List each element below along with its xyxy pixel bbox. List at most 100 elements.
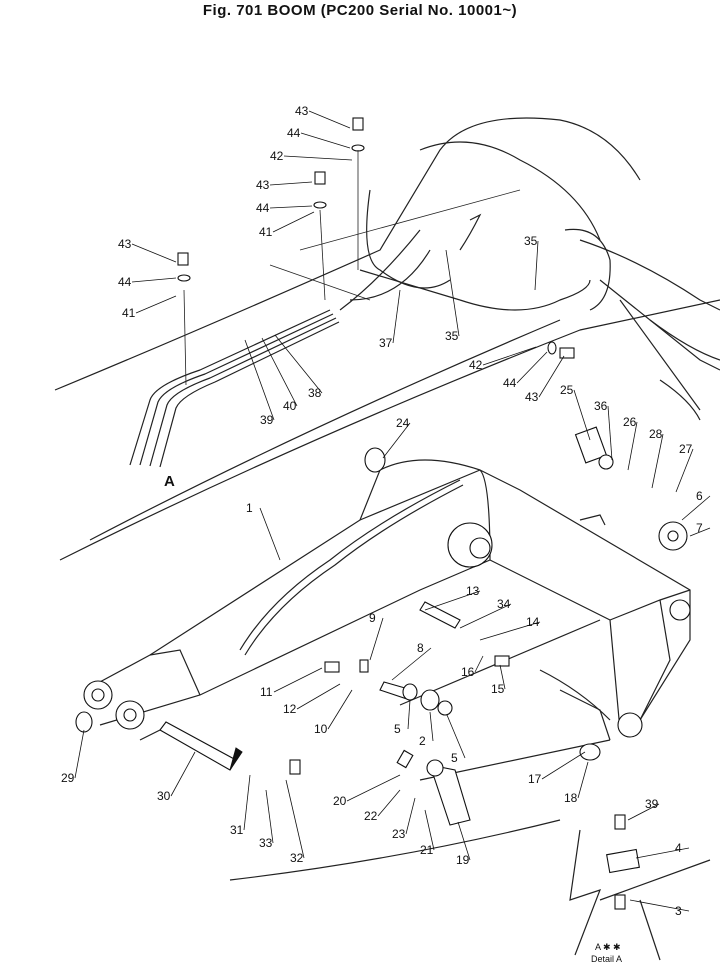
leader-line (627, 803, 660, 821)
leader-line (285, 779, 305, 859)
callout-43: 43 (118, 237, 177, 263)
leader-line (651, 433, 664, 489)
callout-32: 32 (285, 779, 305, 865)
leader-line (259, 507, 281, 561)
leader-line (499, 664, 506, 690)
leader-line (244, 339, 275, 421)
leader-line (635, 847, 690, 859)
callout-43: 43 (295, 104, 351, 129)
callout-number: 23 (392, 827, 406, 841)
leader-line (516, 351, 548, 384)
leader-line (296, 683, 341, 710)
callout-38: 38 (274, 334, 323, 400)
callout-42: 42 (469, 346, 537, 372)
leader-line (573, 389, 591, 441)
callout-number: 41 (259, 225, 273, 239)
callout-29: 29 (61, 729, 85, 785)
callout-44: 44 (256, 201, 313, 215)
detail-a-marker: A (164, 473, 175, 490)
leader-line (407, 699, 411, 730)
leader-line (327, 689, 353, 730)
leader-line (446, 714, 466, 759)
callout-number: 25 (560, 383, 574, 397)
callout-number: 9 (369, 611, 376, 625)
callout-1: 1 (246, 501, 281, 561)
leader-line (300, 132, 351, 149)
callout-number: 21 (420, 843, 434, 857)
callout-number: 39 (645, 797, 659, 811)
callout-number: 30 (157, 789, 171, 803)
leader-line (534, 240, 539, 291)
callout-5: 5 (394, 699, 411, 736)
leader-line (131, 243, 177, 263)
leader-line (474, 655, 484, 673)
callout-21: 21 (420, 809, 435, 857)
detail-a-caption-line1: A ✱ ✱ (595, 942, 621, 952)
callout-11: 11 (260, 667, 323, 699)
callout-44: 44 (118, 275, 177, 289)
leader-line (627, 421, 638, 471)
callout-number: 37 (379, 336, 393, 350)
callout-8: 8 (391, 641, 432, 681)
leader-line (273, 667, 323, 693)
callout-10: 10 (314, 689, 353, 736)
pins-and-fittings (75, 426, 688, 910)
machine-background-outline (54, 117, 720, 881)
leader-line (382, 422, 411, 459)
leader-line (482, 346, 537, 366)
callout-number: 43 (525, 390, 539, 404)
callout-39: 39 (627, 797, 660, 821)
leader-line (272, 211, 315, 233)
callout-number: 43 (256, 178, 270, 192)
callout-number: 28 (649, 427, 663, 441)
leader-line (459, 603, 512, 629)
leader-line (675, 448, 694, 493)
leader-line (131, 277, 177, 283)
callout-number: 4 (675, 841, 682, 855)
leader-line (479, 621, 541, 641)
callout-31: 31 (230, 774, 251, 837)
callout-30: 30 (157, 751, 196, 803)
callout-number: 29 (61, 771, 75, 785)
leader-line (74, 729, 85, 779)
callout-number: 13 (466, 584, 480, 598)
callout-number: 42 (270, 149, 284, 163)
detail-a-break (569, 829, 711, 961)
callout-number: 44 (256, 201, 270, 215)
callout-13: 13 (424, 584, 481, 611)
leader-line (541, 751, 586, 780)
callout-28: 28 (649, 427, 664, 489)
callout-22: 22 (364, 789, 401, 823)
leader-line (135, 295, 177, 314)
leader-line (170, 751, 196, 797)
detail-a-caption-line2: Detail A (591, 954, 622, 964)
leader-line (391, 647, 432, 681)
callout-37: 37 (379, 289, 401, 350)
leader-line (424, 590, 481, 611)
callout-number: 11 (260, 685, 273, 699)
callout-number: 27 (679, 442, 693, 456)
callout-number: 10 (314, 722, 328, 736)
callout-41: 41 (122, 295, 177, 320)
leader-line (405, 797, 416, 835)
callout-7: 7 (689, 521, 711, 537)
leader-line (265, 789, 274, 844)
callout-43: 43 (525, 355, 565, 404)
callout-number: 44 (503, 376, 517, 390)
callout-number: 15 (491, 682, 505, 696)
callout-number: 35 (524, 234, 538, 248)
leader-line (346, 774, 401, 802)
callout-number: 2 (419, 734, 426, 748)
callout-number: 31 (230, 823, 244, 837)
callout-4: 4 (635, 841, 690, 859)
leader-line (269, 181, 313, 186)
leader-line (629, 899, 690, 912)
callout-number: 32 (290, 851, 304, 865)
callout-number: 3 (675, 904, 682, 918)
callout-35: 35 (524, 234, 539, 291)
callout-number: 36 (594, 399, 608, 413)
callout-25: 25 (560, 383, 591, 441)
callout-16: 16 (461, 655, 484, 679)
